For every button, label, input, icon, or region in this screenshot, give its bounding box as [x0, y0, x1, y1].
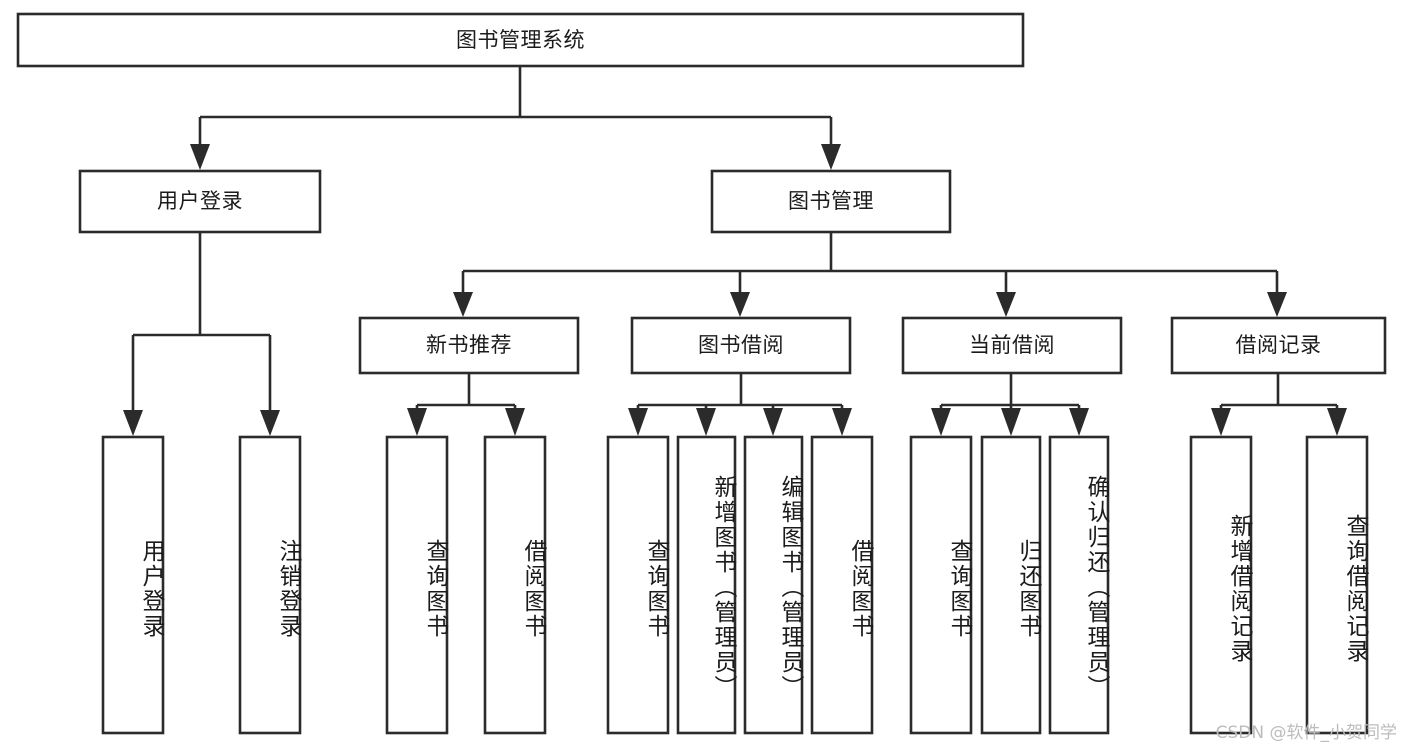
arrow-head-to-new-book-rec [453, 292, 473, 317]
arrow-head-to-leaf-add-record [1211, 408, 1231, 436]
connector-new-book-rec-to-leaves [415, 373, 517, 412]
arrow-head-to-leaf-add-book [696, 408, 716, 436]
arrow-head-to-current-borrow [996, 292, 1016, 317]
node-leaf-add-record-box[interactable] [1189, 435, 1253, 735]
node-leaf-query-book-1-box[interactable] [385, 435, 449, 735]
arrow-head-to-leaf-borrow-book-2 [832, 408, 852, 436]
arrow-head-to-leaf-query-book-1 [407, 408, 427, 436]
node-user-login-box[interactable] [78, 169, 322, 234]
node-leaf-add-book-box[interactable] [676, 435, 737, 735]
node-leaf-user-login-box[interactable] [101, 435, 165, 735]
arrow-head-to-leaf-user-login [123, 410, 143, 436]
arrow-head-to-user-login [190, 144, 210, 170]
node-leaf-query-book-2-box[interactable] [606, 435, 670, 735]
node-leaf-query-record-box[interactable] [1305, 435, 1369, 735]
node-leaf-query-book-3-box[interactable] [909, 435, 973, 735]
node-current-borrow-box[interactable] [901, 316, 1123, 375]
arrow-head-to-leaf-edit-book [763, 408, 783, 436]
node-book-borrow-box[interactable] [630, 316, 852, 375]
arrow-head-to-book-manage [821, 144, 841, 170]
node-leaf-user-logout-box[interactable] [238, 435, 302, 735]
connector-borrow-record-to-leaves [1219, 373, 1339, 412]
arrow-head-to-leaf-return-book [1001, 408, 1021, 436]
connector-current-borrow-to-leaves [939, 373, 1081, 412]
arrow-head-to-leaf-query-book-2 [628, 408, 648, 436]
connector-book-borrow-to-leaves [636, 373, 844, 412]
arrow-head-to-borrow-record [1267, 292, 1287, 317]
arrow-head-to-leaf-user-logout [260, 410, 280, 436]
node-leaf-borrow-book-1-box[interactable] [483, 435, 547, 735]
arrow-head-to-leaf-query-book-3 [931, 408, 951, 436]
connector-user-login-to-leaves [131, 232, 272, 412]
arrow-head-to-leaf-query-record [1327, 408, 1347, 436]
arrow-head-to-leaf-borrow-book-1 [505, 408, 525, 436]
node-leaf-confirm-return-box[interactable] [1048, 435, 1110, 735]
node-root-box[interactable] [16, 12, 1025, 68]
connector-root-to-level2 [198, 66, 833, 146]
connector-book-manage-to-level3 [461, 232, 1279, 294]
arrow-head-to-book-borrow [730, 292, 750, 317]
node-leaf-borrow-book-2-box[interactable] [810, 435, 874, 735]
node-new-book-rec-box[interactable] [358, 316, 580, 375]
node-book-manage-box[interactable] [710, 169, 952, 234]
arrow-head-to-leaf-confirm-return [1069, 408, 1089, 436]
node-leaf-return-book-box[interactable] [980, 435, 1042, 735]
node-borrow-record-box[interactable] [1170, 316, 1387, 375]
node-leaf-edit-book-box[interactable] [743, 435, 804, 735]
